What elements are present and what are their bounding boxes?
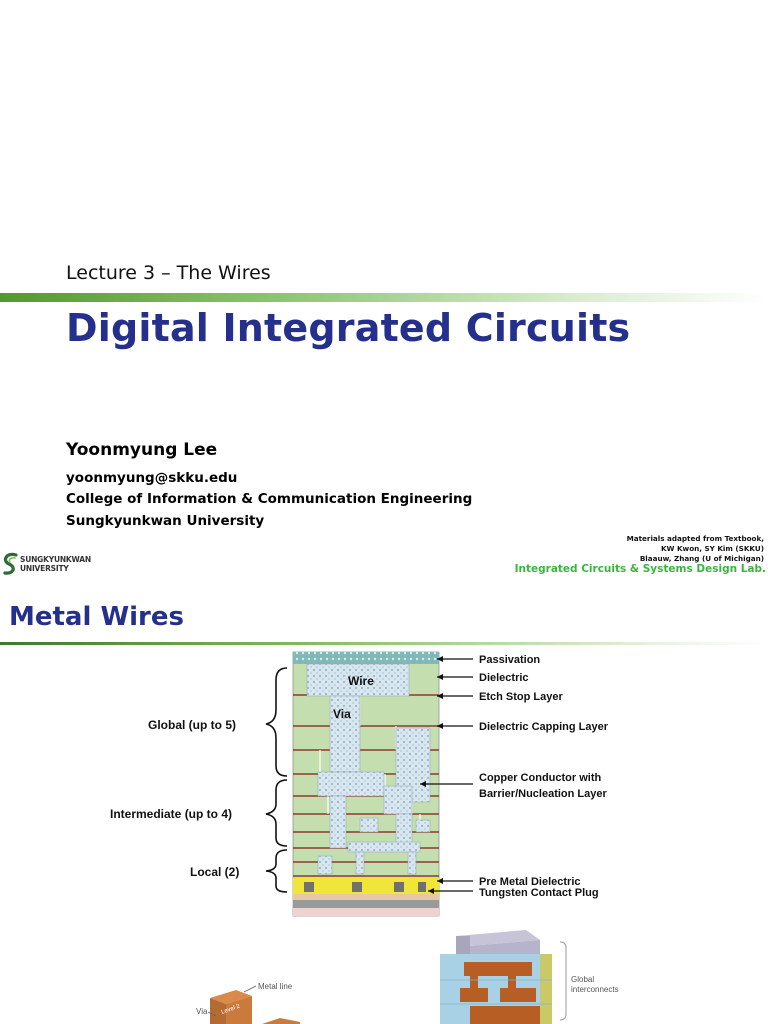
layer-label: Tungsten Contact Plug (479, 887, 599, 899)
lab-name: Integrated Circuits & Systems Design Lab… (514, 563, 766, 575)
metal-line-3d-sketch: Level 2 Metal line Via (196, 982, 300, 1024)
author-college: College of Information & Communication E… (66, 491, 473, 507)
metal-line-label: Metal line (258, 982, 293, 991)
wire-label: Wire (348, 674, 374, 688)
slide-title: Metal Wires (9, 602, 184, 632)
layer-label: Passivation (479, 654, 540, 666)
global-interconnect-3d-block: Global interconnects (440, 930, 619, 1024)
layer-label: Copper Conductor with (479, 772, 601, 784)
via-small-label: Via (196, 1007, 208, 1016)
lecture-subtitle: Lecture 3 – The Wires (66, 262, 271, 284)
interconnect-cross-section-diagram: Wire Via Global (up to 5) Intermediate (… (110, 651, 619, 1024)
layer-label: Pre Metal Dielectric (479, 876, 581, 888)
green-divider-bar (0, 642, 768, 645)
via-label: Via (333, 707, 351, 721)
logo-text-line2: UNIVERSITY (20, 564, 69, 573)
global-label: Global (571, 975, 594, 984)
credits-line: Materials adapted from Textbook, (626, 534, 764, 543)
credits-line: Blaauw, Zhang (U of Michigan) (639, 554, 764, 563)
intermediate-brace-label: Intermediate (up to 4) (110, 807, 232, 821)
layer-label: Etch Stop Layer (479, 691, 563, 703)
author-email: yoonmyung@skku.edu (66, 470, 238, 486)
credits-block: Materials adapted from Textbook, KW Kwon… (627, 534, 764, 564)
layer-label: Dielectric Capping Layer (479, 721, 609, 733)
local-brace-label: Local (2) (190, 865, 239, 879)
interconnects-label: interconnects (571, 985, 619, 994)
author-university: Sungkyunkwan University (66, 513, 265, 529)
green-divider-bar (0, 293, 768, 302)
title-slide: Lecture 3 – The Wires Digital Integrated… (0, 262, 768, 575)
slide-title: Digital Integrated Circuits (66, 306, 631, 350)
logo-text-line1: SUNGKYUNKWAN (20, 555, 91, 564)
layer-label: Dielectric (479, 672, 529, 684)
credits-line: KW Kwon, SY Kim (SKKU) (660, 544, 764, 553)
metal-wires-slide: Metal Wires (0, 590, 768, 1024)
university-logo-icon (3, 552, 18, 575)
global-brace-label: Global (up to 5) (148, 718, 236, 732)
layer-label: Barrier/Nucleation Layer (479, 788, 607, 800)
author-name: Yoonmyung Lee (66, 440, 218, 460)
